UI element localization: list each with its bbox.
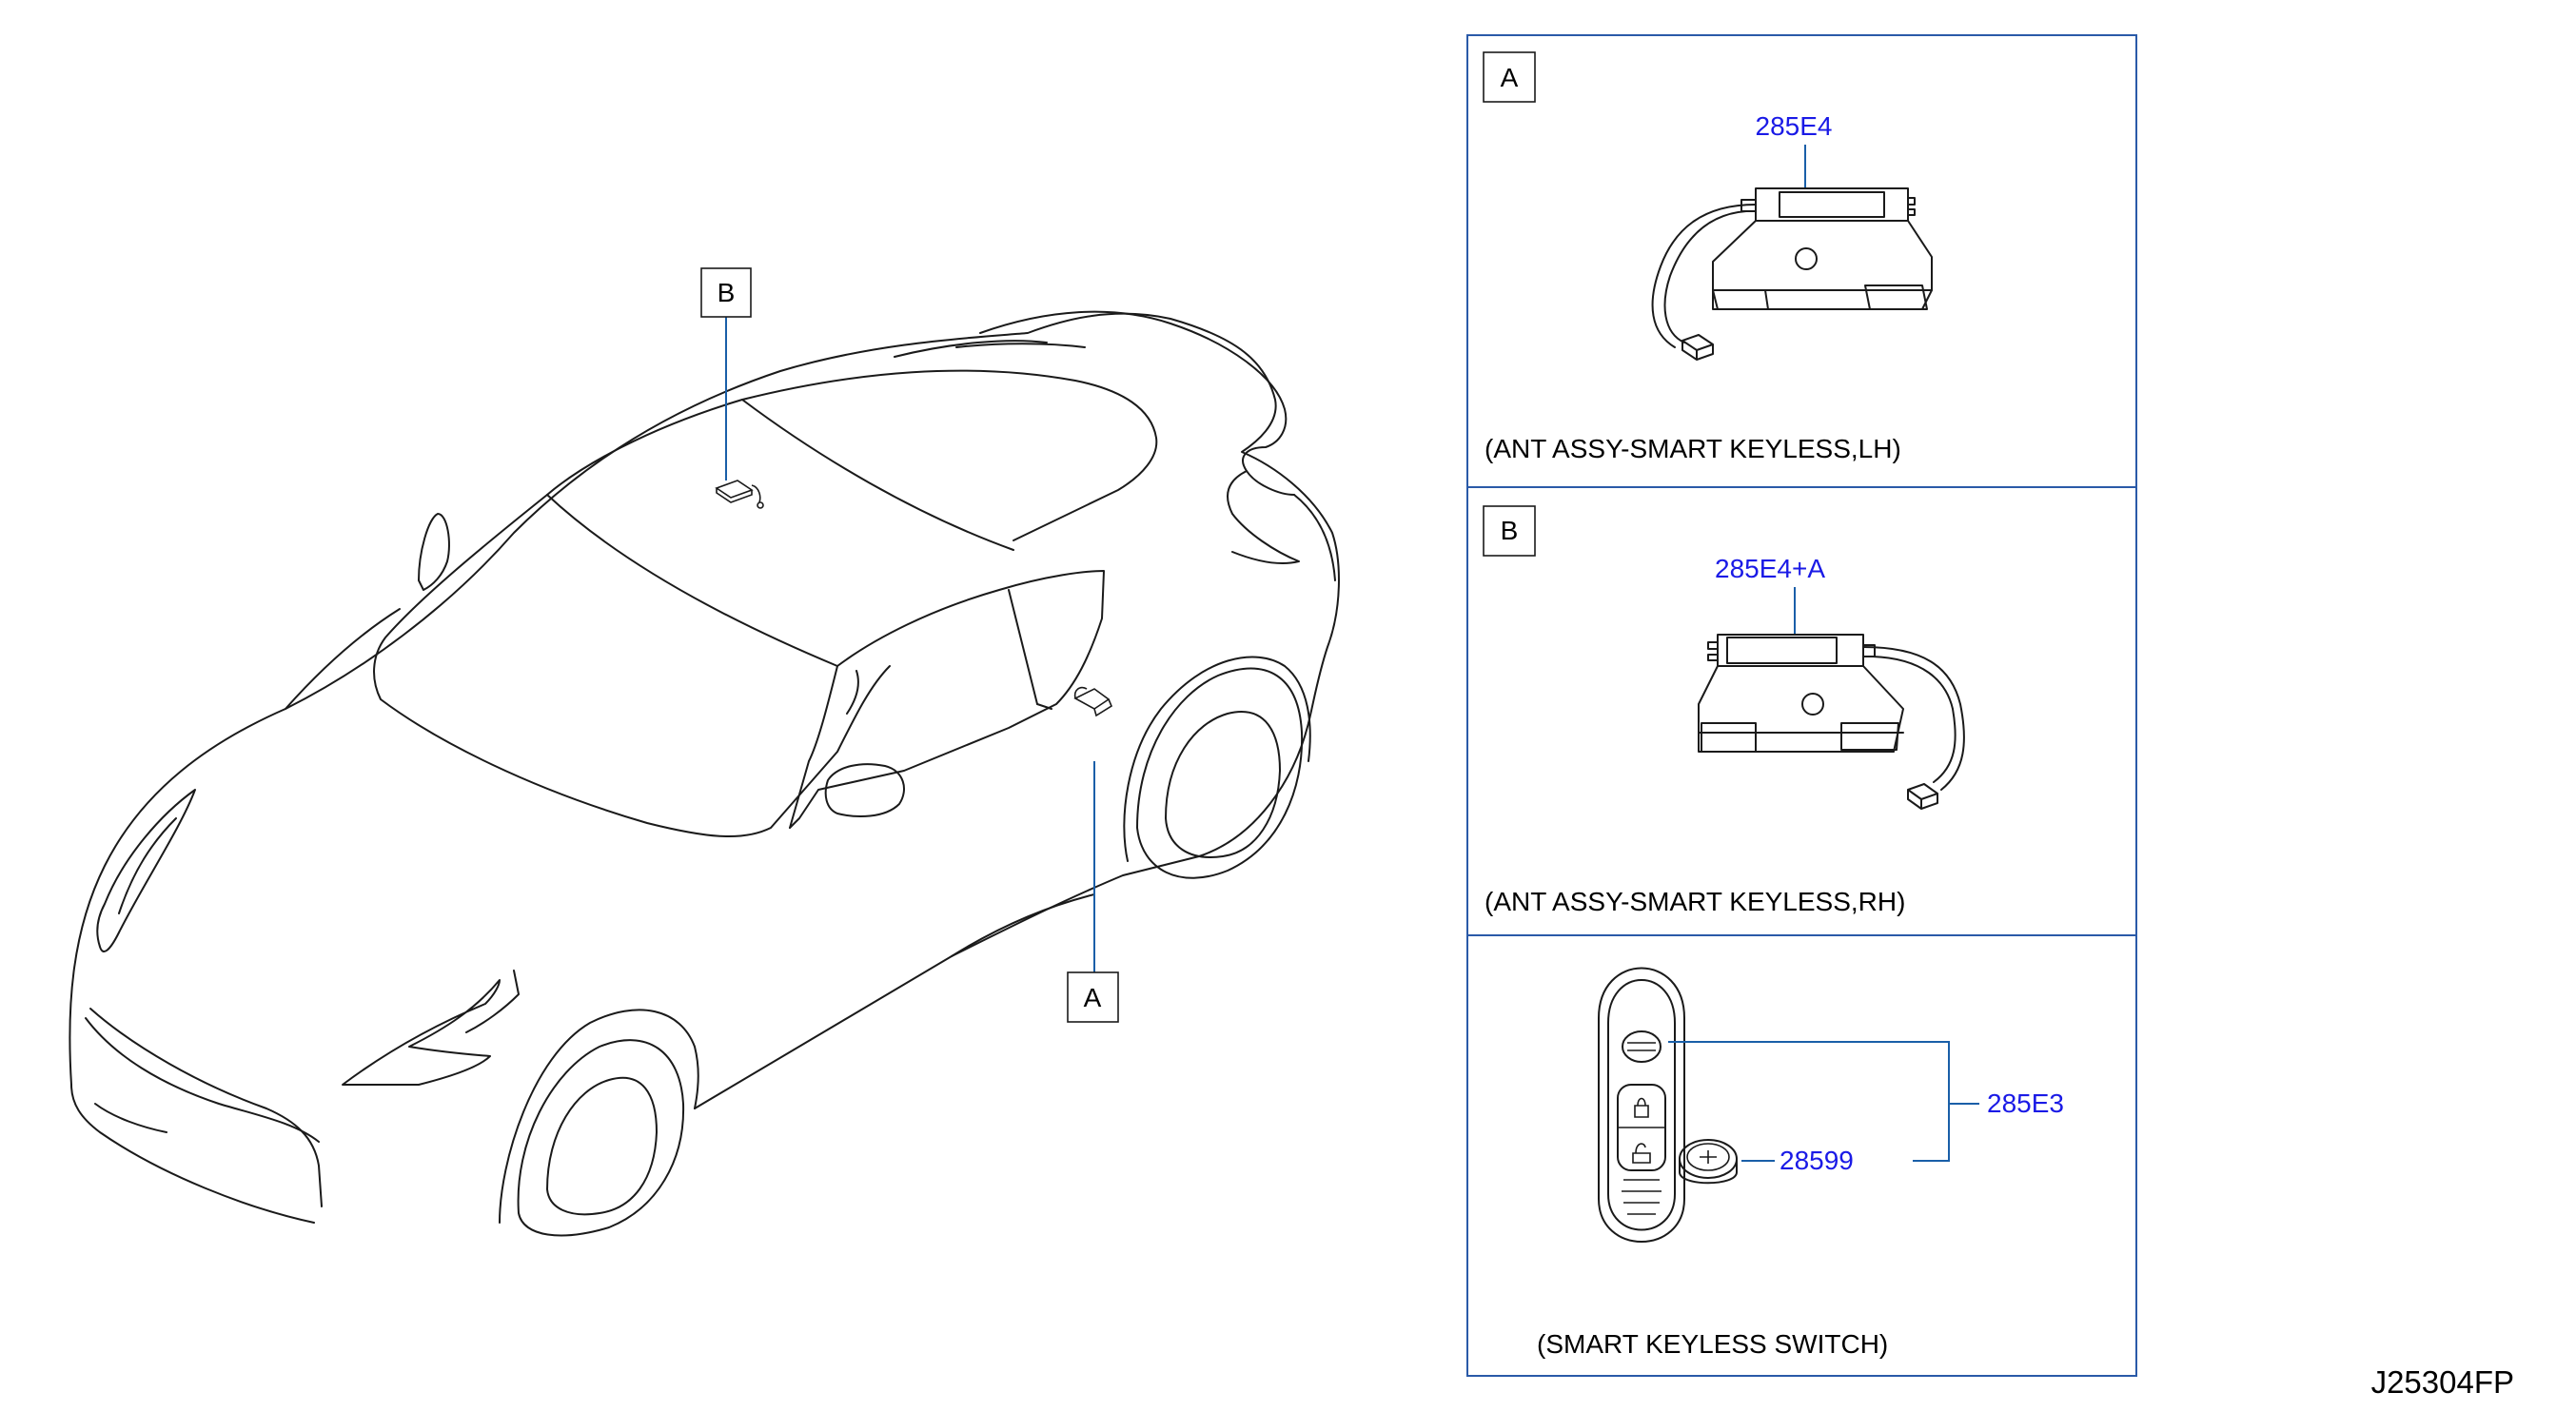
callout-b-panel-label: B [1501, 516, 1519, 545]
smart-key-fob-drawing [1598, 967, 1685, 1243]
antenna-a-on-car [1073, 686, 1113, 717]
rear-wheel [1123, 656, 1311, 879]
caption-smart-keyless-switch: (SMART KEYLESS SWITCH) [1537, 1329, 1888, 1359]
panel-c: 285E3 28599 (SMART KEYLESS SWITCH) [1537, 967, 2064, 1359]
car-illustration [69, 310, 1340, 1237]
caption-antenna-rh: (ANT ASSY-SMART KEYLESS,RH) [1485, 887, 1905, 916]
part-number-28599: 28599 [1780, 1146, 1854, 1175]
callout-b-panel [1483, 505, 1536, 557]
diagram-code: J25304FP [2371, 1364, 2514, 1400]
part-number-285e4: 285E4 [1756, 111, 1833, 141]
callout-a-panel [1483, 51, 1536, 103]
antenna-b-on-car [715, 480, 764, 509]
part-number-285e3: 285E3 [1987, 1088, 2064, 1118]
callout-a-car: A [1067, 971, 1119, 1023]
panel-b: B 285E4+A (ANT ASSY-SMART KEYLESS,RH) [1483, 505, 1965, 916]
callout-b-car-label: B [718, 278, 736, 307]
coin-battery-drawing [1679, 1139, 1738, 1185]
antenna-lh-drawing [1651, 187, 1933, 361]
callout-a-car-label: A [1084, 983, 1102, 1012]
leader-285e3 [1668, 1041, 1979, 1162]
front-wheel [499, 1009, 699, 1237]
callout-a-panel-label: A [1501, 63, 1519, 92]
caption-antenna-lh: (ANT ASSY-SMART KEYLESS,LH) [1485, 434, 1901, 463]
part-number-285e4-a: 285E4+A [1715, 554, 1825, 583]
detail-panel-frame [1466, 34, 2137, 1377]
callout-b-car: B [700, 267, 752, 318]
antenna-rh-drawing [1698, 634, 1965, 810]
panel-a: A 285E4 (ANT ASSY-SMART KEYLESS,LH) [1483, 51, 1933, 463]
